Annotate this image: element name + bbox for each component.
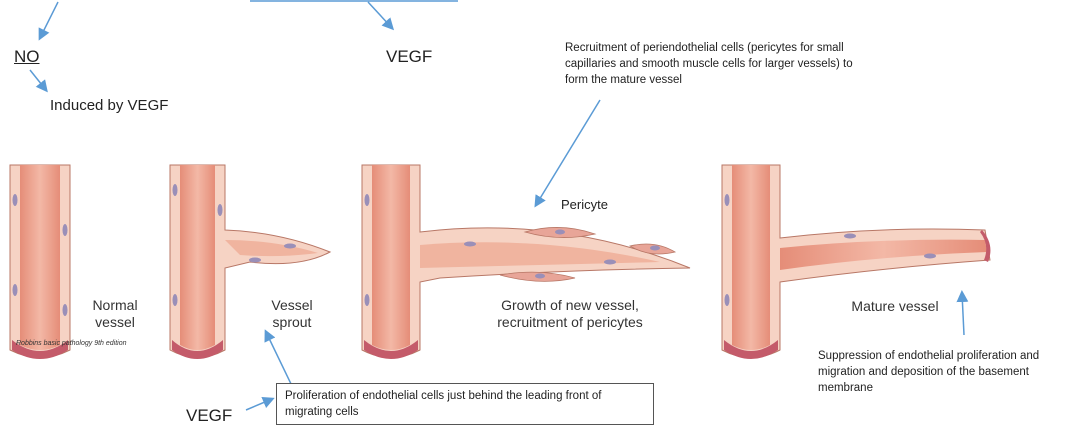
mature-vessel-graphic: [722, 165, 990, 359]
proliferation-box: Proliferation of endothelial cells just …: [276, 383, 654, 425]
proliferation-text: Proliferation of endothelial cells just …: [285, 390, 601, 418]
arrow-induced: [30, 70, 46, 90]
recruitment-text: Recruitment of periendothelial cells (pe…: [565, 40, 865, 88]
vegf-top-label: VEGF: [386, 47, 432, 67]
arrow-vegf-bottom: [246, 399, 272, 410]
vegf-bottom-label: VEGF: [186, 406, 232, 426]
normal-vessel-graphic: [10, 165, 70, 359]
arrow-recruitment: [536, 100, 600, 205]
arrow-vegf-top: [368, 2, 392, 28]
credit-text: Robbins basic pathology 9th edition: [16, 340, 127, 347]
stage-label-growth: Growth of new vessel, recruitment of per…: [470, 297, 670, 331]
suppression-text: Suppression of endothelial proliferation…: [818, 348, 1058, 396]
stage-label-mature: Mature vessel: [825, 298, 965, 315]
pericyte-label: Pericyte: [561, 197, 608, 212]
no-label: NO: [14, 47, 40, 67]
arrow-proliferation: [266, 332, 292, 386]
induced-label: Induced by VEGF: [50, 97, 168, 114]
arrow-no: [40, 2, 58, 38]
stage-label-normal: Normal vessel: [80, 297, 150, 331]
stage-label-sprout: Vessel sprout: [262, 297, 322, 331]
